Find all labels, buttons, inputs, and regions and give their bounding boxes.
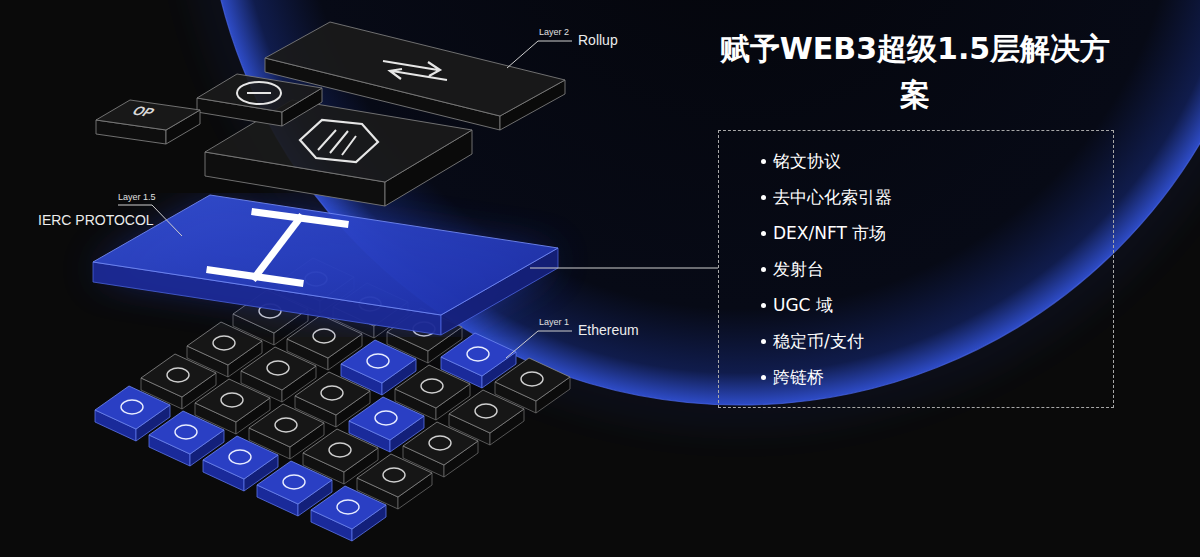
rollup-logo xyxy=(383,61,447,80)
chain-logo xyxy=(237,82,281,104)
layer15-slab xyxy=(93,195,558,335)
list-text: 去中心化索引器 xyxy=(773,179,892,215)
bullet-dot xyxy=(761,195,766,200)
list-text: DEX/NFT 市场 xyxy=(773,215,886,251)
leader-lines xyxy=(118,41,718,358)
list-item: 去中心化索引器 xyxy=(719,179,1113,215)
layer-name: Ethereum xyxy=(578,322,639,338)
layer-name: IERC PROTOCOL xyxy=(38,212,154,228)
list-text: 稳定币/支付 xyxy=(773,323,864,359)
layer-tag: Layer 1.5 xyxy=(118,192,156,202)
list-text: 发射台 xyxy=(773,251,824,287)
list-item: 铭文协议 xyxy=(719,143,1113,179)
bullet-dot xyxy=(761,267,766,272)
list-item: UGC 域 xyxy=(719,287,1113,323)
list-text: UGC 域 xyxy=(773,287,833,323)
list-item: 发射台 xyxy=(719,251,1113,287)
list-item: 稳定币/支付 xyxy=(719,323,1113,359)
list-item: DEX/NFT 市场 xyxy=(719,215,1113,251)
planet xyxy=(200,0,1200,410)
feature-list-box: 铭文协议去中心化索引器DEX/NFT 市场发射台UGC 域稳定币/支付跨链桥 xyxy=(718,130,1114,408)
list-text: 铭文协议 xyxy=(773,143,841,179)
layer-tag: Layer 2 xyxy=(539,27,569,37)
layer2-slabs xyxy=(96,22,565,206)
layer-tag: Layer 1 xyxy=(539,317,569,327)
list-text: 跨链桥 xyxy=(773,359,824,395)
bullet-dot xyxy=(761,339,766,344)
bullet-dot xyxy=(761,159,766,164)
arbitrum-logo xyxy=(300,120,378,162)
diagram-title: 赋予WEB3超级1.5层解决方案 xyxy=(717,26,1113,118)
bullet-dot xyxy=(761,231,766,236)
bullet-dot xyxy=(761,303,766,308)
bullet-dot xyxy=(761,375,766,380)
layer-name: Rollup xyxy=(578,32,618,48)
list-item: 跨链桥 xyxy=(719,359,1113,395)
ierc-logo xyxy=(210,212,345,283)
